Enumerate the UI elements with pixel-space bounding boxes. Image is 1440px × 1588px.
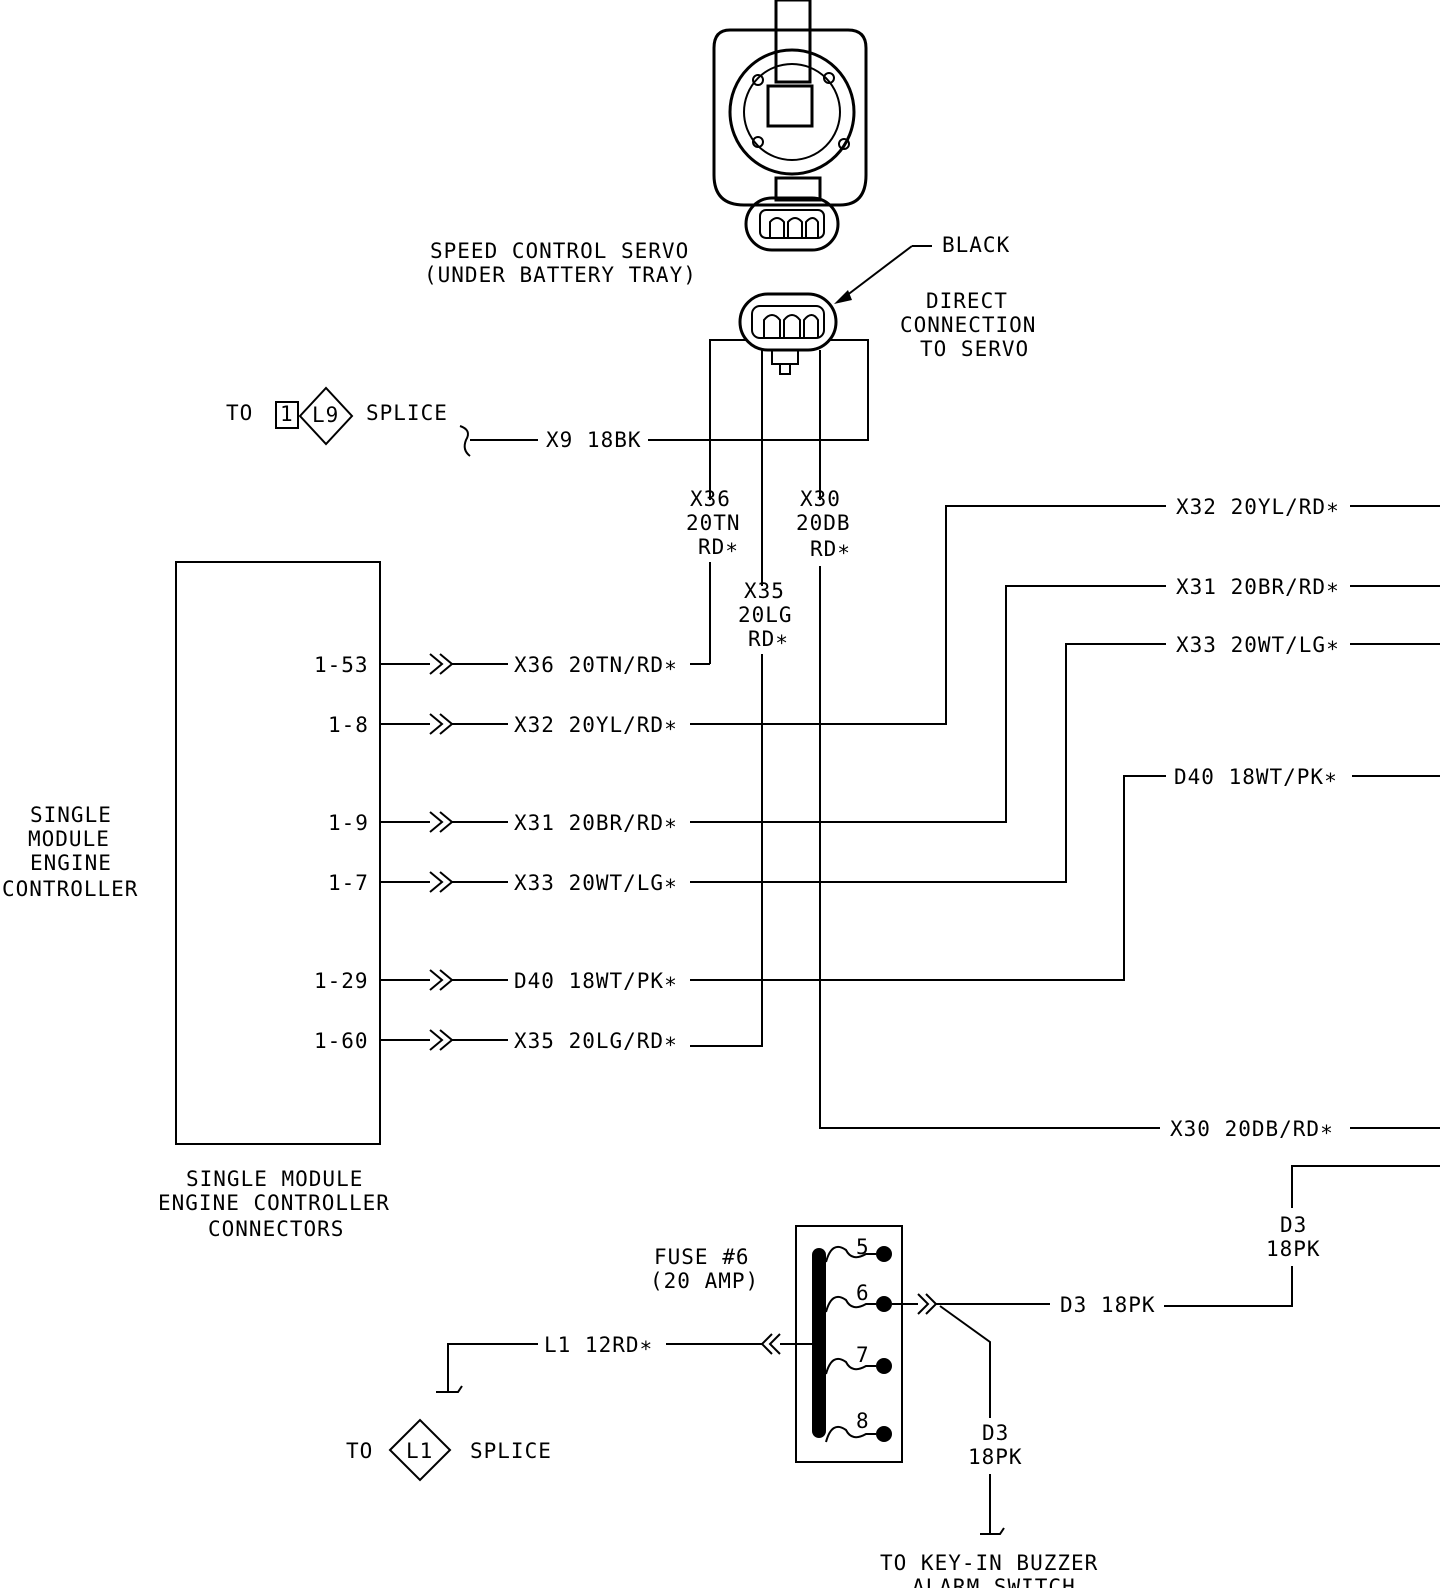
d3-right-label-2: 18PK (1266, 1237, 1321, 1261)
splice-l9-diamond (298, 386, 354, 446)
pin-row-1-53: 1-53 X36 20TN/RD∗ (314, 653, 678, 677)
svg-text:X31 20BR/RD∗: X31 20BR/RD∗ (1176, 575, 1340, 599)
connector-color-label: BLACK (942, 233, 1010, 257)
right-wire-d40: D40 18WT/PK∗ (1174, 765, 1440, 789)
svg-text:X30 20DB/RD∗: X30 20DB/RD∗ (1170, 1117, 1334, 1141)
fuse-label-2: (20 AMP) (650, 1269, 759, 1293)
svg-text:X35 20LG/RD∗: X35 20LG/RD∗ (514, 1029, 678, 1053)
splice-l9-suffix: SPLICE (366, 401, 448, 425)
splice-l9-box (275, 401, 299, 429)
x36-label-2: 20TN (686, 511, 741, 535)
speed-control-servo (712, 0, 868, 252)
svg-text:SINGLE: SINGLE (30, 803, 112, 827)
svg-text:MODULE: MODULE (28, 827, 110, 851)
fuse-label-1: FUSE #6 (654, 1245, 750, 1269)
d3-down-label-1: D3 (982, 1421, 1009, 1445)
pin-row-1-7: 1-7 X33 20WT/LG∗ (328, 643, 1166, 895)
x35-label-3: RD∗ (748, 627, 789, 651)
x30-label-1: X30 (800, 487, 841, 511)
l1-wire-label: L1 12RD∗ (544, 1333, 653, 1357)
pin-row-1-29: 1-29 D40 18WT/PK∗ (314, 775, 1166, 993)
fuse-number-6: 6 (856, 1281, 870, 1305)
fuse-number-8: 8 (856, 1409, 870, 1433)
pin-row-1-60: 1-60 X35 20LG/RD∗ (314, 1029, 678, 1053)
svg-text:X31 20BR/RD∗: X31 20BR/RD∗ (514, 811, 678, 835)
servo-label-1: SPEED CONTROL SERVO (430, 239, 689, 263)
svg-text:SINGLE MODULE: SINGLE MODULE (186, 1167, 363, 1191)
pin-row-1-9: 1-9 X31 20BR/RD∗ (328, 585, 1166, 835)
x35-label-1: X35 (744, 579, 785, 603)
svg-text:1-60: 1-60 (314, 1029, 369, 1053)
x36-label-1: X36 (690, 487, 731, 511)
svg-text:1-8: 1-8 (328, 713, 369, 737)
controller-bottom-label: SINGLE MODULE ENGINE CONTROLLER CONNECTO… (158, 1167, 390, 1241)
servo-mating-connector (738, 292, 838, 375)
svg-text:X36 20TN/RD∗: X36 20TN/RD∗ (514, 653, 678, 677)
svg-text:CONTROLLER: CONTROLLER (2, 877, 138, 901)
svg-text:X33 20WT/LG∗: X33 20WT/LG∗ (514, 871, 678, 895)
svg-text:X32 20YL/RD∗: X32 20YL/RD∗ (514, 713, 678, 737)
svg-text:D40 18WT/PK∗: D40 18WT/PK∗ (1174, 765, 1338, 789)
servo-note-1: DIRECT (926, 289, 1008, 313)
d3-output-label: D3 18PK (1060, 1293, 1156, 1317)
x36-label-3: RD∗ (698, 535, 739, 559)
x30-label-2: 20DB (796, 511, 851, 535)
splice-l9-diamond-text: L9 (312, 403, 339, 427)
servo-note-3: TO SERVO (920, 337, 1029, 361)
buzzer-label-1: TO KEY-IN BUZZER (880, 1551, 1098, 1575)
splice-l9-prefix: TO (226, 401, 253, 425)
d3-right-label-1: D3 (1280, 1213, 1307, 1237)
right-wire-x30: X30 20DB/RD∗ (1170, 1117, 1440, 1141)
buzzer-label-2: ALARM SWITCH (912, 1575, 1076, 1588)
svg-text:ENGINE CONTROLLER: ENGINE CONTROLLER (158, 1191, 390, 1215)
x30-label-3: RD∗ (810, 537, 851, 561)
svg-text:1-29: 1-29 (314, 969, 369, 993)
pin-row-1-8: 1-8 X32 20YL/RD∗ (328, 505, 1166, 737)
svg-text:1-53: 1-53 (314, 653, 369, 677)
splice-l1-diamond (388, 1418, 452, 1482)
svg-text:X33 20WT/LG∗: X33 20WT/LG∗ (1176, 633, 1340, 657)
fuse-number-5: 5 (856, 1235, 870, 1259)
fuse-number-7: 7 (856, 1343, 870, 1367)
splice-l1-diamond-text: L1 (406, 1439, 433, 1463)
servo-note-2: CONNECTION (900, 313, 1036, 337)
x35-label-2: 20LG (738, 603, 793, 627)
splice-l1-suffix: SPLICE (470, 1439, 552, 1463)
svg-text:ENGINE: ENGINE (30, 851, 112, 875)
svg-text:X32 20YL/RD∗: X32 20YL/RD∗ (1176, 495, 1340, 519)
fuse-block: 5 6 7 8 (795, 1225, 903, 1463)
controller-side-label: SINGLE MODULE ENGINE CONTROLLER (2, 803, 138, 901)
splice-l1-prefix: TO (346, 1439, 373, 1463)
svg-text:CONNECTORS: CONNECTORS (208, 1217, 344, 1241)
svg-text:1-9: 1-9 (328, 811, 369, 835)
d3-down-label-2: 18PK (968, 1445, 1023, 1469)
x9-wire-label: X9 18BK (546, 428, 642, 452)
servo-label-2: (UNDER BATTERY TRAY) (424, 263, 697, 287)
engine-controller-box (175, 561, 381, 1145)
svg-text:1-7: 1-7 (328, 871, 369, 895)
right-wire-x31: X31 20BR/RD∗ (1176, 575, 1440, 599)
right-wire-x33: X33 20WT/LG∗ (1176, 633, 1440, 657)
splice-l9-box-text: 1 (280, 402, 294, 426)
svg-text:D40 18WT/PK∗: D40 18WT/PK∗ (514, 969, 678, 993)
right-wire-x32: X32 20YL/RD∗ (1176, 495, 1440, 519)
